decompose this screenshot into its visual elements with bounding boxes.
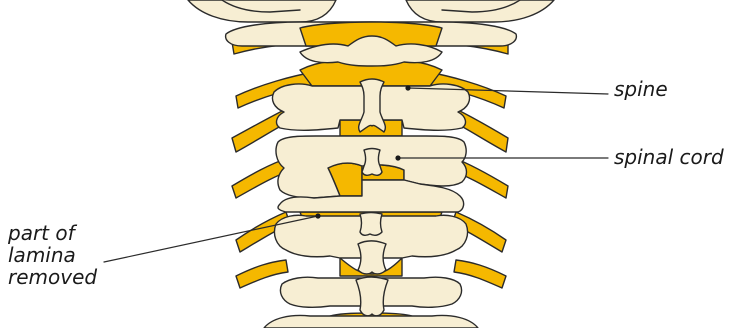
label-lamina-removed: part of lamina removed xyxy=(8,222,118,288)
spine-process-c4 xyxy=(362,149,382,176)
spine-process-c5 xyxy=(360,213,382,236)
vertebra-c6 xyxy=(280,277,461,316)
label-lamina-line3: removed xyxy=(8,266,118,288)
label-spinal-cord: spinal cord xyxy=(614,146,724,168)
spine-process-c5b xyxy=(358,241,386,274)
label-lamina-line1: part of xyxy=(8,222,118,244)
label-spine: spine xyxy=(614,78,668,100)
spine-process-c6 xyxy=(356,277,388,316)
label-lamina-line2: lamina xyxy=(8,244,118,266)
vertebra-c7 xyxy=(264,316,478,328)
vertebra-c3 xyxy=(272,79,469,132)
skull-base xyxy=(188,0,554,22)
